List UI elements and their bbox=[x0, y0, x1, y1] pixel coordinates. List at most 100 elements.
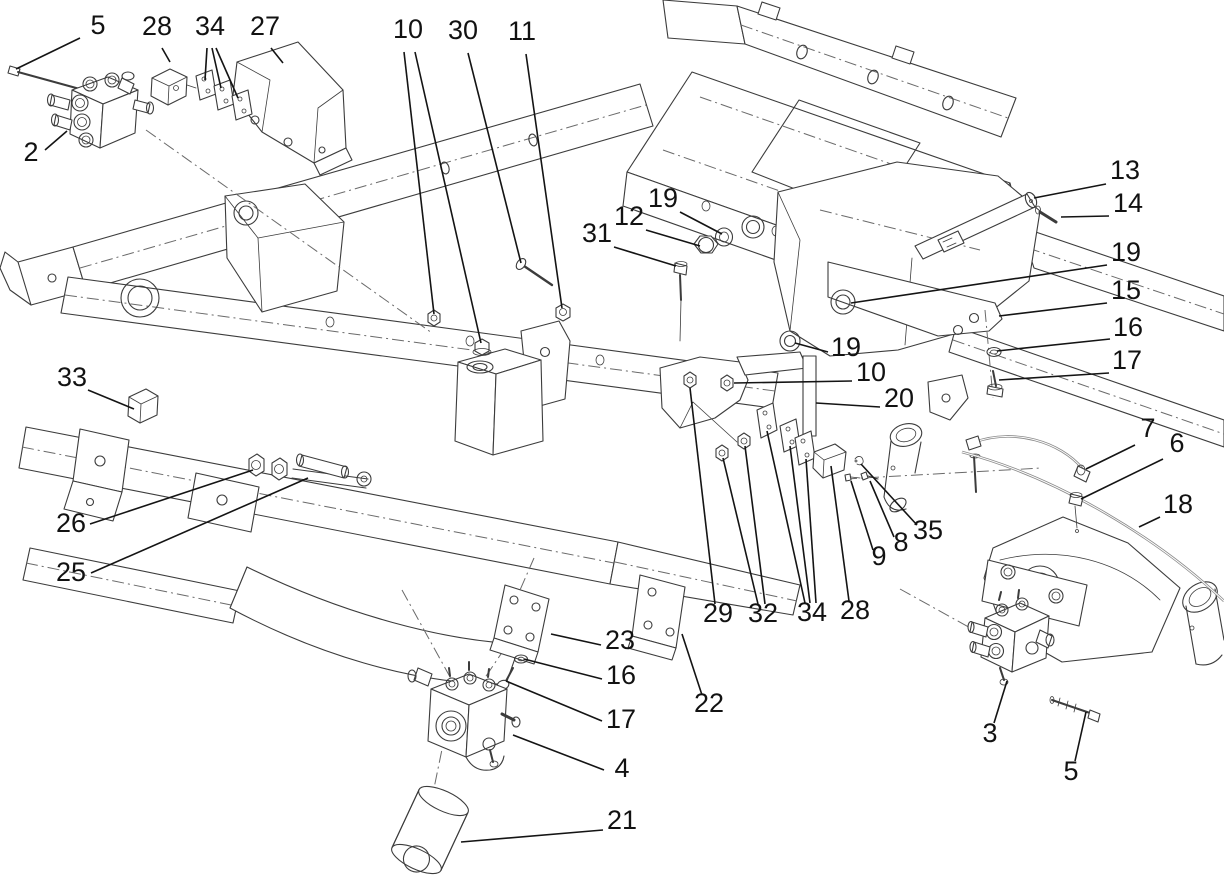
diagram-line bbox=[999, 553, 1161, 601]
diagram-line bbox=[513, 654, 529, 664]
diagram-line bbox=[974, 435, 1083, 469]
diagram-line bbox=[990, 349, 998, 355]
callout-28-bot-leader bbox=[830, 465, 850, 602]
callout-17-bot: 17 bbox=[505, 680, 636, 734]
callout-22-label: 22 bbox=[694, 688, 724, 718]
diagram-line bbox=[1000, 564, 1016, 580]
diagram-line bbox=[466, 674, 474, 682]
diagram-line bbox=[631, 574, 686, 649]
diagram-line bbox=[391, 789, 469, 871]
callout-7-label: 7 bbox=[1140, 413, 1155, 443]
callout-28-bot-label: 28 bbox=[840, 595, 870, 625]
diagram-line bbox=[229, 566, 521, 685]
callout-33-leader bbox=[87, 389, 135, 410]
callout-5-top-label: 5 bbox=[90, 10, 105, 40]
rear-panel bbox=[662, 0, 1017, 138]
diagram-line bbox=[505, 667, 514, 682]
diagram-line bbox=[737, 432, 751, 450]
diagram-line bbox=[992, 370, 997, 387]
callout-10-top-leader bbox=[403, 51, 435, 315]
diagram-line bbox=[1076, 464, 1086, 476]
mount-plates-34-top bbox=[195, 69, 253, 121]
diagram-line bbox=[49, 94, 71, 111]
diagram-line bbox=[899, 588, 975, 631]
diagram-line bbox=[986, 346, 1002, 358]
callout-27-top-label: 27 bbox=[250, 11, 280, 41]
callout-12-leader bbox=[645, 229, 701, 247]
callout-10-top-leader bbox=[414, 51, 482, 344]
diagram-line bbox=[340, 465, 350, 479]
callout-31-label: 31 bbox=[582, 218, 612, 248]
callout-17-bot-leader bbox=[505, 680, 603, 722]
diagram-line bbox=[802, 355, 817, 437]
callout-3: 3 bbox=[982, 680, 1008, 748]
diagram-line bbox=[789, 439, 795, 445]
diagram-line bbox=[250, 115, 260, 125]
diagram-line bbox=[485, 681, 493, 689]
diagram-line bbox=[107, 75, 117, 85]
diagram-line bbox=[679, 299, 682, 342]
diagram-line bbox=[1195, 654, 1223, 666]
callout-14-label: 14 bbox=[1113, 188, 1143, 218]
diagram-line bbox=[53, 114, 73, 131]
diagram-line bbox=[895, 427, 917, 443]
callout-14: 14 bbox=[1060, 188, 1143, 218]
callout-33: 33 bbox=[57, 362, 135, 410]
diagram-line bbox=[823, 451, 847, 461]
diagram-line bbox=[835, 294, 851, 310]
diagram-line bbox=[238, 205, 254, 221]
callout-17-rt-leader bbox=[998, 372, 1110, 381]
diagram-line bbox=[683, 371, 697, 389]
callout-2-label: 2 bbox=[23, 137, 38, 167]
callout-21: 21 bbox=[460, 805, 637, 843]
diagram-line bbox=[465, 688, 508, 758]
diagram-line bbox=[402, 845, 431, 873]
diagram-line bbox=[614, 561, 798, 602]
callout-32: 32 bbox=[722, 445, 778, 628]
diagram-line bbox=[81, 135, 91, 145]
callout-12: 12 bbox=[614, 201, 701, 247]
callout-32-leader bbox=[722, 457, 759, 605]
callout-2: 2 bbox=[23, 130, 68, 167]
diagram-line bbox=[73, 113, 91, 131]
callout-19-ctr-leader bbox=[794, 342, 829, 353]
diagram-line bbox=[719, 231, 729, 243]
diagram-line bbox=[773, 161, 1041, 357]
diagram-line bbox=[325, 316, 335, 328]
diagram-line bbox=[213, 79, 235, 111]
diagram-line bbox=[511, 716, 521, 728]
diagram-line bbox=[448, 661, 490, 678]
diagram-line bbox=[850, 476, 861, 479]
callout-28-top-label: 28 bbox=[142, 11, 172, 41]
callout-13: 13 bbox=[1033, 155, 1140, 199]
diagram-line bbox=[528, 133, 538, 147]
diagram-line bbox=[1057, 697, 1077, 713]
callout-34-bot-leader bbox=[766, 430, 806, 604]
diagram-line bbox=[360, 475, 368, 483]
diagram-line bbox=[1185, 588, 1224, 665]
diagram-line bbox=[145, 101, 155, 115]
callout-21-leader bbox=[460, 829, 604, 843]
callout-4-label: 4 bbox=[614, 753, 629, 783]
callout-4: 4 bbox=[512, 734, 630, 783]
callout-35-leader bbox=[860, 463, 918, 526]
diagram-line bbox=[75, 98, 85, 108]
callout-29: 29 bbox=[689, 387, 733, 628]
callout-2-leader bbox=[44, 130, 68, 151]
diagram-line bbox=[1003, 567, 1013, 577]
callout-11: 11 bbox=[508, 16, 563, 309]
diagram-line bbox=[466, 360, 494, 374]
diagram-line bbox=[973, 455, 977, 493]
diagram-line bbox=[145, 129, 433, 334]
diagram-line bbox=[465, 755, 505, 771]
diagram-line bbox=[804, 452, 810, 458]
callout-26-leader bbox=[89, 469, 254, 525]
diagram-line bbox=[0, 251, 32, 306]
callout-17-rt: 17 bbox=[998, 345, 1142, 381]
callout-11-leader bbox=[525, 53, 563, 309]
callout-15-leader bbox=[998, 302, 1108, 317]
diagram-line bbox=[714, 227, 734, 247]
diagram-line bbox=[991, 646, 1001, 656]
hardware-30-11-10 bbox=[427, 258, 571, 356]
diagram-line bbox=[489, 749, 494, 763]
